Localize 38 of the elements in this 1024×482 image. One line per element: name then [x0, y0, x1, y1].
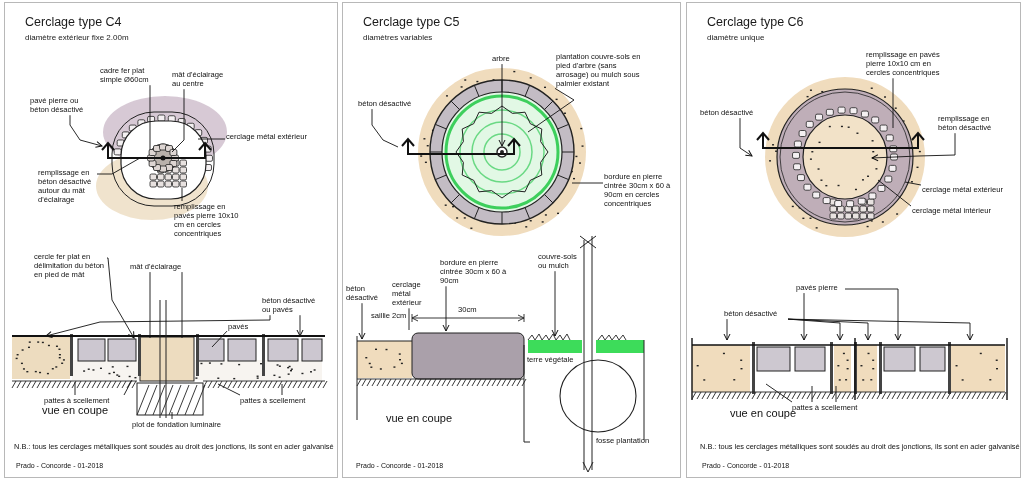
- leader-line: [892, 77, 894, 129]
- panel-subtitle: diamètre extérieur fixe 2.00m: [25, 33, 129, 42]
- leader-line: [211, 330, 228, 348]
- leader-line: [181, 271, 183, 339]
- leader-line: [123, 379, 133, 396]
- leader-line: [149, 271, 151, 339]
- leader-line: [149, 84, 151, 151]
- drawing-sheet-panel: [4, 2, 338, 478]
- leader-line: [765, 383, 793, 403]
- paving-section-drawing: [11, 334, 328, 389]
- leader-line: [877, 179, 912, 207]
- drawing-sheet-panel: [686, 2, 1021, 478]
- panel-subtitle: diamètres variables: [363, 33, 433, 42]
- section-view-caption: vue en coupe: [386, 412, 453, 424]
- leader-line: [904, 181, 922, 186]
- panel-subtitle: diamètre unique: [707, 33, 765, 42]
- panel-title: Cerclage type C5: [363, 15, 460, 29]
- panel-title: Cerclage type C6: [707, 15, 804, 29]
- leader-line: [197, 138, 226, 140]
- drawing-sheet-panel: [342, 2, 681, 478]
- lamp-post-foundation-drawing: [136, 299, 206, 419]
- leader-line: [171, 411, 173, 420]
- leader-line: [371, 108, 399, 148]
- trunk-circle: [496, 146, 508, 158]
- leader-line: [181, 187, 183, 202]
- leader-line: [74, 381, 76, 396]
- leader-line: [408, 307, 410, 331]
- leader-line: [811, 385, 813, 403]
- leader-line: [281, 383, 283, 396]
- section-view-caption: vue en coupe: [42, 404, 109, 416]
- leader-line: [571, 182, 604, 184]
- leader-line: [835, 385, 837, 403]
- leader-line: [96, 157, 141, 175]
- panel-title: Cerclage type C4: [25, 15, 122, 29]
- paving-section-drawing: [691, 337, 1008, 401]
- leader-line: [171, 88, 185, 153]
- leader-line: [527, 87, 575, 133]
- leader-line: [217, 383, 241, 396]
